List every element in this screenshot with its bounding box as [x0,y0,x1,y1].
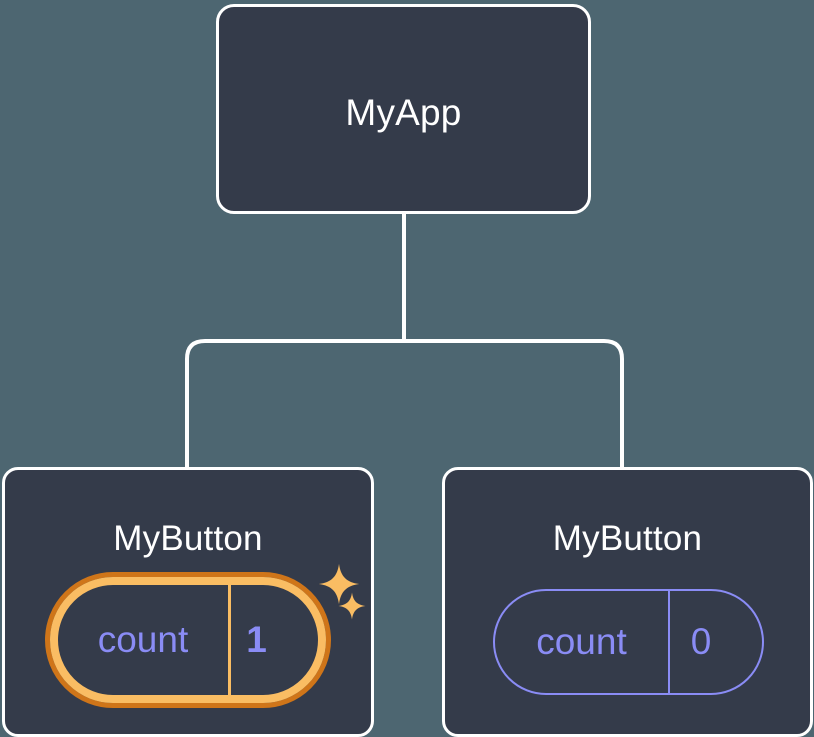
node-mybutton-right-label: MyButton [552,519,703,558]
state-pill-left-key: count [97,619,189,660]
state-pill-right-value: 0 [690,621,712,662]
node-myapp[interactable]: MyApp [216,4,591,214]
state-pill-right-divider [668,591,670,693]
node-myapp-label: MyApp [345,92,462,133]
sparkle-small-icon [338,592,366,620]
connector-branch-bar [185,339,624,467]
state-pill-left-inner-ring: count 1 [50,577,326,703]
state-pill-left-value: 1 [246,619,267,660]
sparkle-large-icon [318,563,360,605]
state-pill-right-key: count [536,621,627,662]
node-mybutton-left-label: MyButton [113,519,263,558]
state-pill-left-divider [228,585,231,695]
state-pill-count-left[interactable]: count 1 [45,572,331,708]
state-pill-count-right[interactable]: count 0 [493,589,764,695]
